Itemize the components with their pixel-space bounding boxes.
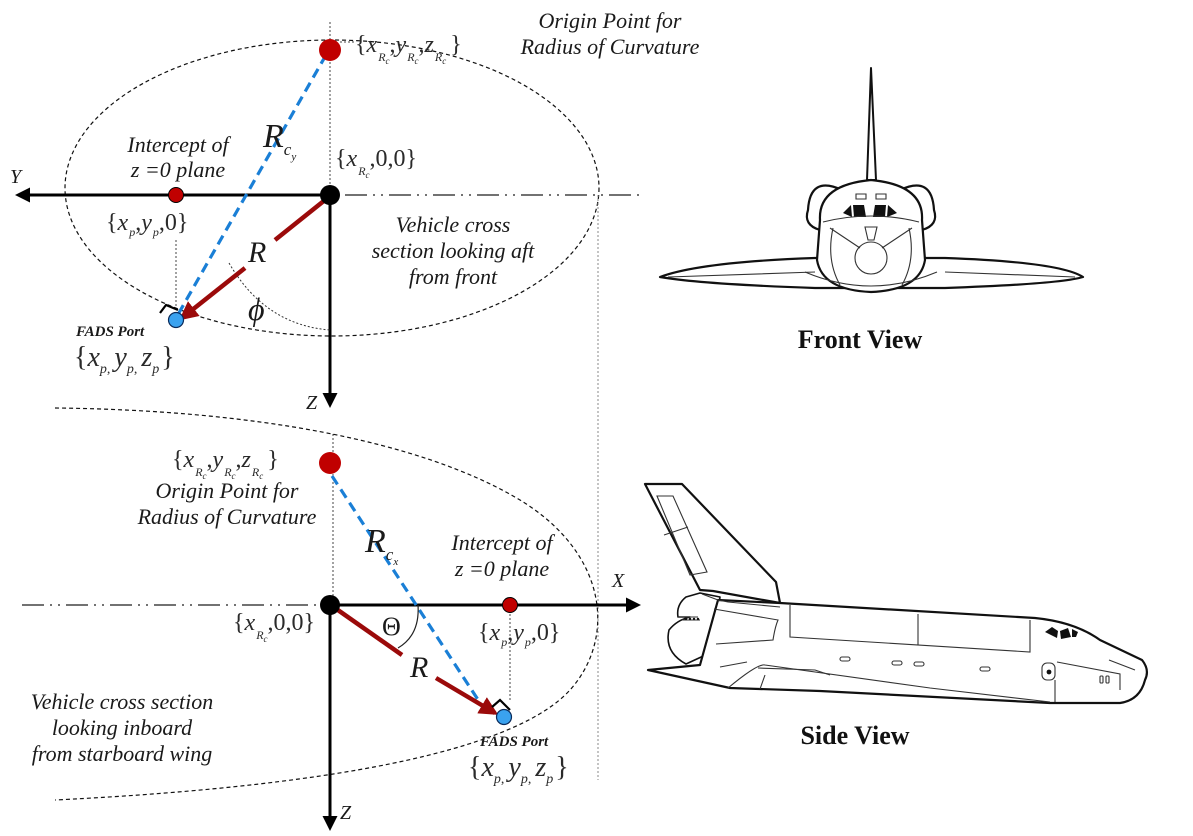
side-section-caption-line3: from starboard wing [32,741,213,766]
fads-port-label-front: FADS Port [75,324,145,340]
origin-point-caption-line1: Origin Point for [538,8,681,33]
x-axis-label: X [611,570,625,592]
intercept-caption-line1-side: Intercept of [450,530,555,555]
front-section-caption-line2: section looking aft [372,238,535,263]
center-coord-front: {xRc,0,0} [335,146,417,180]
side-section-caption-line1: Vehicle cross section [31,689,213,714]
origin-point-coord-side: {xRc,yRc,zRc} [172,447,279,481]
front-view-title: Front View [798,325,923,354]
radius-origin-point-front [319,39,341,61]
port-coord-side: {xp,yp,zp} [468,752,569,787]
svg-text:{xp,yp,0}: {xp,yp,0} [106,210,188,239]
svg-text:{xp,yp,0}: {xp,yp,0} [478,620,560,649]
radius-of-curvature-label-side: Rcx [364,523,398,568]
svg-text:{xp,yp,zp}: {xp,yp,zp} [74,342,175,377]
svg-text:Rcx: Rcx [364,523,398,568]
origin-point-caption-line2-side: Radius of Curvature [137,504,317,529]
intercept-caption-line2-side: z =0 plane [454,556,550,581]
intercept-caption-line2-front: z =0 plane [130,157,226,182]
right-angle-marker-front [159,303,179,314]
theta-angle-label: Θ [382,612,401,641]
radius-arrow-front [179,266,247,321]
svg-text:{xRc,0,0}: {xRc,0,0} [233,610,315,644]
radius-arrow-front-seg1 [273,198,327,242]
side-view-title: Side View [800,721,909,750]
shuttle-side-view-illustration: Side View [643,482,1149,750]
center-coord-side: {xRc,0,0} [233,610,315,644]
radius-arrow-side-seg1 [333,606,404,657]
svg-text:Rcy: Rcy [262,118,296,163]
intercept-point-side [502,597,518,613]
z-axis-label-side: Z [340,802,352,824]
radius-arrow-side [434,676,499,715]
intercept-coord-side: {xp,yp,0} [478,620,560,649]
front-section-caption-line1: Vehicle cross [396,212,511,237]
origin-point-caption-line1-side: Origin Point for [155,478,298,503]
origin-point-coord-front: {xRc,yRc,zRc} [355,32,462,66]
radius-label-front: R [247,236,266,269]
radius-origin-point-side [319,452,341,474]
svg-text:{xRc,yRc,zRc}: {xRc,yRc,zRc} [355,32,462,66]
svg-text:{xRc,0,0}: {xRc,0,0} [335,146,417,180]
axis-origin-point-side [320,595,340,615]
intercept-coord-front: {xp,yp,0} [106,210,188,239]
front-cross-section: Y Z {xRc,yRc,zRc} Origin Point for Radiu… [10,8,700,414]
phi-angle-arc [228,262,331,331]
right-angle-marker-side [491,698,511,711]
front-tail-fin [866,67,877,181]
fads-port-label-side: FADS Port [479,734,549,750]
y-axis-label: Y [10,166,23,188]
side-section-outline [54,407,599,801]
side-fuselage [646,598,1149,705]
side-section-caption-line2: looking inboard [52,715,193,740]
z-axis-label-front: Z [306,392,318,414]
svg-text:{xp,yp,zp}: {xp,yp,zp} [468,752,569,787]
side-cockpit-windows [1045,627,1078,639]
svg-text:{xRc,yRc,zRc}: {xRc,yRc,zRc} [172,447,279,481]
theta-angle-arc [397,604,419,649]
radius-of-curvature-line-front [174,54,328,319]
fads-port-point-side [495,708,513,726]
side-cross-section: X Z {xRc,yRc,zRc} Origin Point for Radiu… [22,407,641,831]
axis-origin-point-front [320,185,340,205]
intercept-caption-line1-front: Intercept of [126,132,231,157]
front-fuselage [815,178,927,294]
shuttle-front-view-illustration: Front View [658,67,1085,354]
radius-label-side: R [409,651,428,684]
port-coord-front: {xp,yp,zp} [74,342,175,377]
side-tail-fin [643,482,782,605]
front-section-caption-line3: from front [409,264,498,289]
front-cockpit-windows [843,205,897,217]
intercept-point-front [168,187,184,203]
radius-of-curvature-label-front: Rcy [262,118,296,163]
phi-angle-label: ϕ [248,291,265,327]
origin-point-caption-line2: Radius of Curvature [520,34,700,59]
fads-port-point-front [167,311,185,329]
